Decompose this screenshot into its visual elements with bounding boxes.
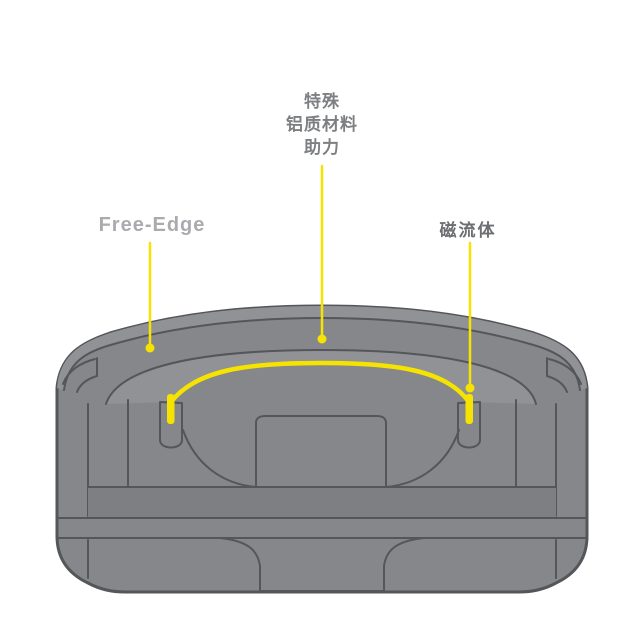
callout-line: 助力	[304, 138, 340, 157]
voice-coil-gap-left	[159, 401, 183, 449]
callout-ferrofluid: 磁流体	[439, 221, 497, 240]
bottom-plate	[88, 487, 556, 517]
diaphragm-yellow-arc	[168, 360, 472, 405]
horn-curve-left	[182, 429, 257, 488]
leader-dot-center	[317, 334, 327, 344]
pole-piece	[255, 415, 387, 488]
rim-lip-left	[62, 357, 98, 393]
base-pedestal	[219, 537, 425, 592]
callout-line: 特殊	[304, 92, 340, 111]
horn-curve-right	[385, 429, 460, 488]
callout-free-edge: Free-Edge	[98, 214, 206, 236]
callout-line: 铝质材料	[286, 115, 358, 134]
voice-coil-gap-right	[457, 401, 481, 449]
rim-lip-right	[546, 357, 582, 393]
speaker-body	[55, 304, 589, 594]
diaphragm-edge-right	[465, 394, 473, 424]
surround-inner-arc	[105, 349, 537, 405]
dome-band	[106, 350, 536, 404]
callout-special-aluminum-material: 特殊 铝质材料 助力	[286, 90, 358, 159]
leader-dot-right	[465, 383, 475, 393]
diaphragm-edge-left	[167, 394, 175, 424]
leader-dot-left	[145, 343, 155, 353]
